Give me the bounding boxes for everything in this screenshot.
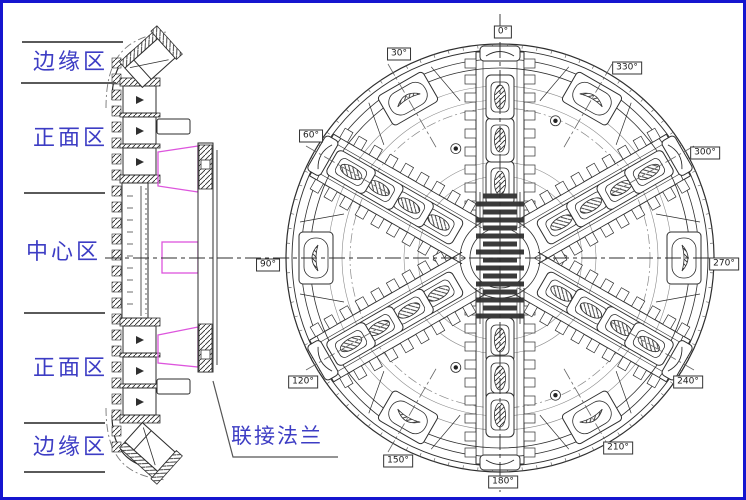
zone-divider [24,192,105,194]
angle-label-300: 300° [690,146,720,160]
zone-divider [21,82,116,84]
angle-label-60: 60° [299,129,323,143]
flange-label: 联接法兰 [231,425,323,448]
angle-label-150: 150° [383,454,413,468]
zone-divider [22,41,123,43]
zone-label-edge-bottom: 边缘区 [33,434,109,459]
angle-label-270: 270° [709,257,739,271]
angle-label-90: 90° [256,258,280,272]
angle-label-120: 120° [288,375,318,389]
angle-label-210: 210° [603,441,633,455]
angle-label-30: 30° [387,47,411,61]
zone-divider [24,471,105,473]
angle-label-180: 180° [488,475,518,489]
zone-label-face-bottom: 正面区 [33,355,109,380]
angle-label-330: 330° [612,61,642,75]
angle-label-0: 0° [493,25,513,39]
angle-label-240: 240° [673,375,703,389]
zone-divider [24,312,105,314]
zone-divider [24,422,105,424]
zone-label-center: 中心区 [26,239,102,264]
zone-label-edge-top: 边缘区 [33,49,109,74]
zone-label-face-top: 正面区 [33,125,109,150]
